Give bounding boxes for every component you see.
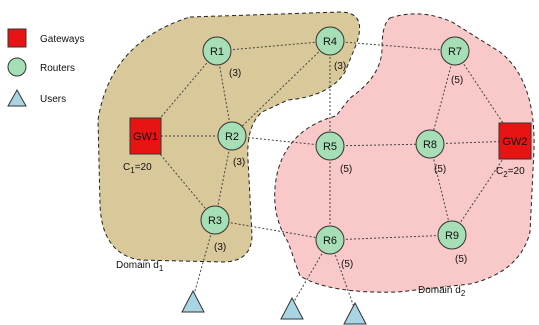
gateway-gw2-box [498,122,532,160]
router-r1: R1 (3) [202,36,241,79]
router-r3-circle [200,205,230,235]
router-r2-label: R2 [225,131,239,143]
router-r9: R9 (5) [437,220,467,265]
router-r8-label: R8 [423,139,437,151]
router-r2-capacity: (3) [233,157,245,168]
legend-users-label: Users [40,94,66,105]
router-r6-label: R6 [323,235,337,247]
link-r9-gw2 [451,140,516,236]
link-r4-r2 [231,40,331,137]
link-r5-r8 [329,143,431,147]
router-r5: R5 (5) [315,131,352,175]
router-r3-capacity: (3) [214,242,226,253]
link-r6-r9 [329,234,453,241]
router-r1-capacity: (3) [229,68,241,79]
router-r2-circle [217,121,247,151]
legend-gateways-label: Gateways [40,34,84,45]
gateway-gw2: GW2 C2=20 [496,122,532,179]
gateway-gw1-capacity: C1=20 [123,162,152,175]
router-r4-circle [315,26,345,56]
gateway-gw2-label: GW2 [502,136,527,148]
router-r6-capacity: (5) [341,259,353,270]
router-r5-label: R5 [323,141,337,153]
router-r1-circle [202,36,232,66]
router-r7-capacity: (5) [451,75,463,86]
router-r6-circle [315,225,345,255]
gateway-gw2-capacity: C2=20 [496,166,525,179]
domain-d2-label: Domain d2 [418,285,466,298]
legend-routers-label: Routers [40,63,75,74]
legend-gateway-icon [7,28,27,48]
user-triangle-3 [343,301,367,325]
link-r4-r7 [329,40,456,52]
router-r9-circle [437,220,467,250]
user-triangle-2 [280,296,304,320]
router-r8-circle [415,129,445,159]
router-r8-capacity: (5) [434,164,446,175]
router-r4: R4 (3) [315,26,346,72]
router-r3: R3 (3) [200,205,230,253]
domain-d2-region [274,13,535,293]
link-r1-r4 [216,40,331,52]
router-r6: R6 (5) [315,225,353,270]
router-r4-label: R4 [323,36,337,48]
gateway-gw1-label: GW1 [133,131,158,143]
router-r3-label: R3 [208,215,222,227]
router-r7-circle [440,36,470,66]
domain-d1-label: Domain d1 [116,260,164,273]
router-r5-capacity: (5) [340,164,352,175]
link-r2-r5 [231,135,331,147]
gateway-gw1-box [129,117,162,155]
legend-router-icon [7,57,27,77]
router-r5-circle [315,131,345,161]
router-r2: R2 (3) [217,121,247,168]
router-r9-capacity: (5) [455,254,467,265]
link-r7-r8 [429,50,456,145]
gateway-gw1: GW1 C1=20 [123,117,162,175]
user-triangle-1 [181,289,205,313]
router-r9-label: R9 [445,230,459,242]
router-r4-capacity: (3) [334,61,346,72]
legend-user-icon [7,88,27,107]
router-r7-label: R7 [448,46,462,58]
router-r7: R7 (5) [440,36,470,86]
router-r1-label: R1 [210,46,224,58]
router-r8: R8 (5) [415,129,446,175]
legend: Gateways Routers Users [7,28,84,107]
link-r3-r6 [214,219,331,241]
